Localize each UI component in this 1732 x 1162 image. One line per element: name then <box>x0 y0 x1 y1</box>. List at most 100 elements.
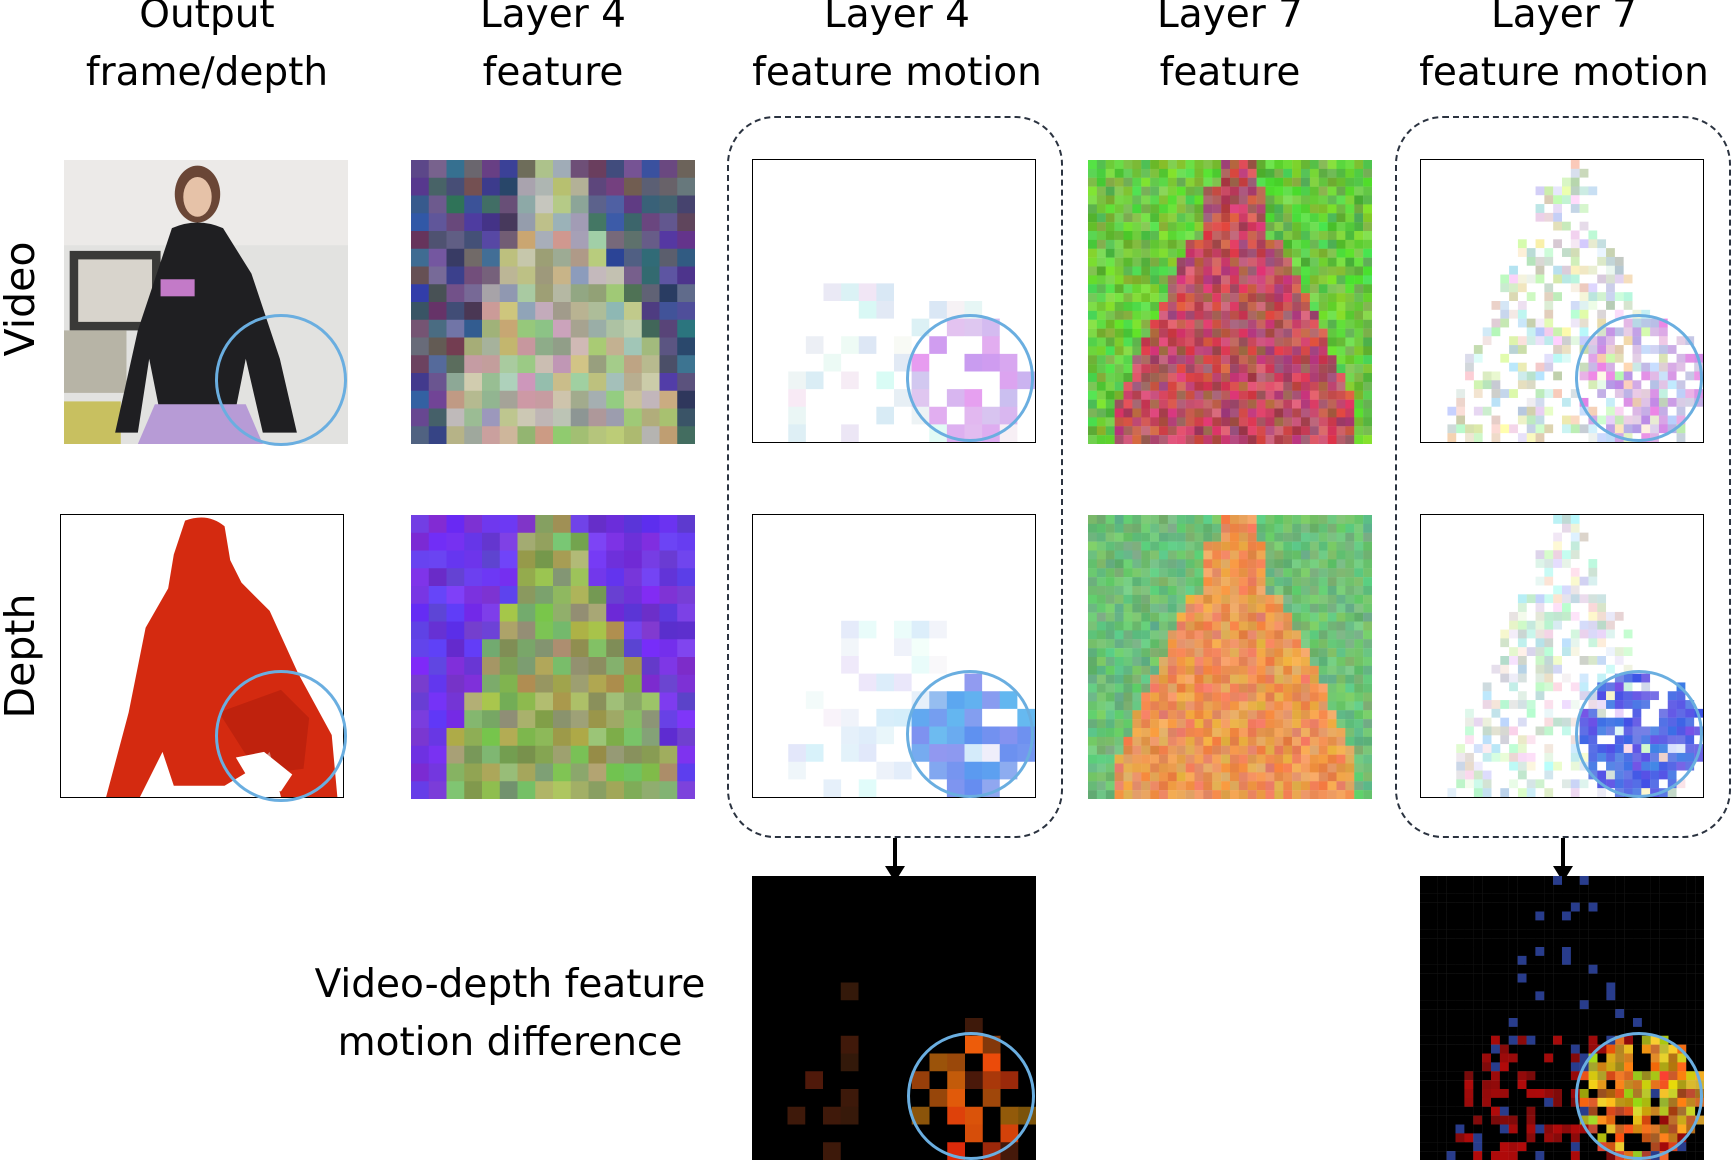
feature-cell <box>1230 195 1240 205</box>
feature-cell <box>1597 656 1607 665</box>
feature-cell <box>1473 735 1483 745</box>
feature-cell <box>1641 744 1651 754</box>
feature-cell <box>929 160 948 178</box>
feature-cell <box>1167 168 1177 178</box>
feature-cell <box>1500 301 1510 310</box>
feature-cell <box>1354 754 1364 764</box>
feature-cell <box>1694 336 1703 346</box>
feature-cell <box>535 550 554 569</box>
feature-cell <box>858 265 877 284</box>
feature-cell <box>1132 266 1142 276</box>
feature-cell <box>1579 256 1589 266</box>
feature-cell <box>1456 691 1466 701</box>
feature-cell <box>1114 790 1124 799</box>
feature-cell <box>1274 239 1284 249</box>
feature-cell <box>1570 559 1580 569</box>
feature-cell <box>1438 345 1448 355</box>
feature-cell <box>1614 283 1624 293</box>
feature-cell <box>1667 283 1677 293</box>
feature-cell <box>1491 168 1501 178</box>
feature-cell <box>1274 515 1284 525</box>
feature-cell <box>1203 603 1213 613</box>
feature-cell <box>1641 397 1651 407</box>
feature-cell <box>1230 328 1240 338</box>
feature-cell <box>1658 700 1668 710</box>
feature-cell <box>1150 612 1160 622</box>
feature-cell <box>1185 577 1195 587</box>
feature-cell <box>1274 550 1284 560</box>
feature-cell <box>1096 683 1106 693</box>
feature-cell <box>1623 744 1633 754</box>
feature-cell <box>1159 213 1169 223</box>
feature-cell <box>677 745 695 764</box>
feature-cell <box>1438 397 1448 407</box>
feature-cell <box>1553 309 1563 319</box>
feature-cell <box>1017 212 1035 231</box>
feature-cell <box>1658 380 1668 390</box>
feature-cell <box>606 710 625 729</box>
feature-cell <box>499 426 518 444</box>
feature-cell <box>1447 664 1457 674</box>
feature-cell <box>1553 283 1563 293</box>
feature-cell <box>911 744 930 763</box>
feature-cell <box>1667 603 1677 613</box>
feature-cell <box>1562 362 1571 372</box>
feature-cell <box>1017 160 1035 178</box>
feature-cell <box>1283 728 1293 738</box>
feature-cell <box>606 373 625 392</box>
feature-cell <box>1238 710 1248 720</box>
feature-cell <box>1438 700 1448 710</box>
feature-cell <box>1238 568 1248 578</box>
feature-cell <box>1650 664 1660 674</box>
feature-cell <box>428 284 447 303</box>
feature-cell <box>982 160 1001 178</box>
feature-cell <box>770 318 789 337</box>
feature-cell <box>1194 728 1204 738</box>
feature-cell <box>1309 417 1319 427</box>
feature-cell <box>1482 682 1492 692</box>
feature-cell <box>1274 532 1284 542</box>
feature-cell <box>1221 364 1231 374</box>
feature-cell <box>411 248 430 267</box>
feature-cell <box>1221 559 1231 569</box>
feature-cell <box>1150 692 1160 702</box>
feature-cell <box>1517 559 1527 569</box>
feature-cell <box>1676 594 1686 604</box>
feature-cell <box>1544 274 1554 284</box>
feature-cell <box>1544 212 1554 222</box>
feature-cell <box>1517 301 1527 310</box>
feature-cell <box>1238 550 1248 560</box>
feature-cell <box>1309 523 1319 533</box>
feature-cell <box>1354 328 1364 338</box>
feature-cell <box>1354 373 1364 383</box>
feature-cell <box>1553 515 1563 524</box>
feature-cell <box>1658 292 1668 302</box>
feature-cell <box>1114 710 1124 720</box>
feature-cell <box>1132 710 1142 720</box>
feature-cell <box>1167 541 1177 551</box>
feature-cell <box>1685 594 1695 604</box>
feature-cell <box>1221 319 1231 329</box>
feature-cell <box>1123 772 1133 782</box>
feature-cell <box>1632 585 1642 595</box>
feature-cell <box>1283 648 1293 658</box>
feature-cell <box>1623 726 1633 736</box>
feature-cell <box>1265 435 1275 444</box>
feature-cell <box>1336 648 1346 658</box>
feature-cell <box>1447 603 1457 613</box>
feature-cell <box>788 424 807 442</box>
feature-cell <box>1123 222 1133 232</box>
feature-cell <box>1641 611 1651 621</box>
feature-cell <box>570 373 589 392</box>
feature-cell <box>1570 353 1580 363</box>
feature-cell <box>911 301 930 319</box>
feature-cell <box>1447 594 1457 604</box>
feature-cell <box>1676 177 1686 187</box>
feature-cell <box>1088 195 1098 205</box>
feature-cell <box>1230 577 1240 587</box>
feature-cell <box>464 745 483 764</box>
feature-cell <box>1447 647 1457 657</box>
feature-cell <box>1500 265 1510 275</box>
feature-cell <box>1438 424 1448 434</box>
feature-cell <box>1274 710 1284 720</box>
